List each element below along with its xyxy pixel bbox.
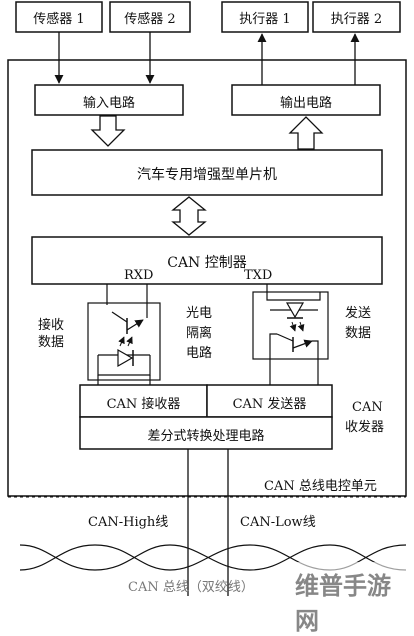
receive-data-label-1: 接收 bbox=[38, 318, 65, 333]
can-controller-box bbox=[31, 236, 383, 285]
txd-light-1 bbox=[289, 321, 297, 332]
txd-to-transmitter-right bbox=[312, 340, 319, 385]
can-transmitter-box bbox=[206, 384, 333, 418]
mcu-label: 汽车专用增强型单片机 bbox=[137, 167, 277, 183]
optocoupler-label-3: 电路 bbox=[186, 346, 213, 361]
can-low-label: CAN-Low线 bbox=[240, 515, 316, 530]
txd-label: TXD bbox=[244, 268, 273, 283]
rxd-transistor-emitter bbox=[126, 319, 144, 331]
send-data-label-2: 数据 bbox=[345, 326, 372, 341]
sensor-2-label: 传感器 2 bbox=[124, 12, 176, 27]
input-circuit-box bbox=[34, 84, 184, 116]
can-high-label: CAN-High线 bbox=[88, 515, 169, 530]
optocoupler-label-2: 隔离 bbox=[186, 326, 213, 341]
can-receiver-label: CAN 接收器 bbox=[106, 397, 181, 412]
rxd-optocoupler-box bbox=[87, 302, 161, 381]
actuator-2-label: 执行器 2 bbox=[330, 12, 383, 27]
can-transceiver-label-1: CAN bbox=[352, 400, 383, 415]
txd-led-frame bbox=[266, 292, 321, 301]
diff-circuit-box bbox=[79, 416, 333, 450]
mcu-to-output-arrow bbox=[288, 116, 324, 150]
txd-led-icon bbox=[285, 302, 305, 319]
txd-transistor-collector bbox=[276, 333, 294, 342]
actuator-1-box bbox=[221, 1, 309, 33]
rxd-light-2 bbox=[126, 336, 133, 347]
output-circuit-box bbox=[231, 84, 381, 116]
diagram-canvas bbox=[7, 1, 414, 600]
sensor-1-label: 传感器 1 bbox=[33, 12, 85, 27]
input-to-mcu-arrow bbox=[90, 115, 126, 147]
mcu-controller-double-arrow bbox=[171, 196, 207, 236]
rxd-label: RXD bbox=[124, 268, 154, 283]
ecu-label: CAN 总线电控单元 bbox=[264, 479, 377, 494]
watermark-badge bbox=[290, 562, 414, 600]
rxd-transistor-collector bbox=[111, 311, 128, 323]
ecu-frame bbox=[7, 59, 407, 497]
receive-data-label-2: 数据 bbox=[38, 335, 65, 350]
rxd-led-frame bbox=[97, 355, 151, 376]
txd-light-2 bbox=[297, 321, 305, 332]
rxd-led-icon bbox=[117, 348, 134, 368]
mcu-box bbox=[31, 149, 383, 196]
txd-to-transmitter-left bbox=[269, 333, 277, 385]
txd-transistor-emitter bbox=[292, 339, 313, 349]
rxd-light-1 bbox=[118, 336, 125, 347]
optocoupler-label-1: 光电 bbox=[186, 306, 213, 321]
diff-circuit-label: 差分式转换处理电路 bbox=[147, 429, 265, 444]
actuator-2-box bbox=[312, 1, 401, 33]
output-circuit-label: 输出电路 bbox=[279, 96, 332, 111]
can-transmitter-label: CAN 发送器 bbox=[232, 397, 307, 412]
can-controller-label: CAN 控制器 bbox=[167, 255, 247, 271]
bus-label: CAN 总线（双绞线） bbox=[128, 580, 254, 595]
txd-optocoupler-box bbox=[252, 291, 329, 360]
can-receiver-box bbox=[79, 384, 208, 418]
watermark-logo: 维普手游网 bbox=[295, 572, 391, 635]
send-data-label-1: 发送 bbox=[345, 306, 372, 321]
actuator-1-label: 执行器 1 bbox=[239, 12, 291, 27]
can-transceiver-label-2: 收发器 bbox=[345, 420, 385, 435]
input-circuit-label: 输入电路 bbox=[82, 96, 135, 111]
